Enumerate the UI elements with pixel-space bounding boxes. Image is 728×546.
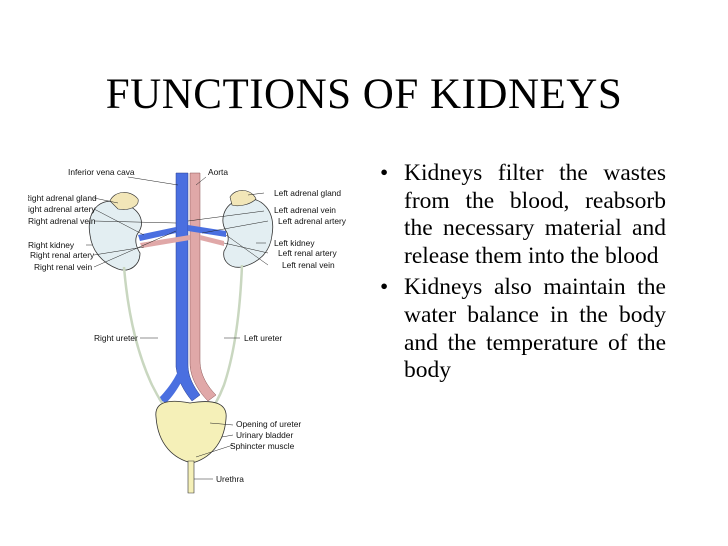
bullet-item: • Kidneys also maintain the water balanc… bbox=[370, 274, 666, 384]
label-inferior-vena-cava: Inferior vena cava bbox=[68, 167, 135, 177]
label-left-adrenal-gland: Left adrenal gland bbox=[274, 188, 341, 198]
kidney-anatomy-diagram: Inferior vena cava Aorta Left adrenal gl… bbox=[28, 155, 358, 500]
label-right-ureter: Right ureter bbox=[94, 333, 138, 343]
bullet-text: Kidneys filter the wastes from the blood… bbox=[404, 160, 666, 269]
label-right-adrenal-vein: Right adrenal vein bbox=[28, 216, 96, 226]
label-left-kidney: Left kidney bbox=[274, 238, 315, 248]
left-kidney-shape bbox=[222, 198, 274, 268]
leader-lines bbox=[86, 176, 269, 480]
label-urethra: Urethra bbox=[216, 474, 244, 484]
urethra-shape bbox=[187, 460, 195, 494]
bullet-list: • Kidneys filter the wastes from the blo… bbox=[370, 160, 666, 389]
aorta-shape bbox=[189, 172, 217, 402]
right-renal-artery-shape bbox=[140, 235, 190, 248]
label-right-renal-artery: Right renal artery bbox=[30, 250, 95, 260]
label-aorta: Aorta bbox=[208, 167, 228, 177]
label-left-renal-artery: Left renal artery bbox=[278, 248, 337, 258]
label-opening-of-ureter: Opening of ureter bbox=[236, 419, 301, 429]
left-renal-artery-shape bbox=[200, 235, 224, 246]
label-right-kidney: Right kidney bbox=[28, 240, 75, 250]
label-urinary-bladder: Urinary bladder bbox=[236, 430, 293, 440]
right-kidney-shape bbox=[88, 200, 142, 271]
label-left-adrenal-vein: Left adrenal vein bbox=[274, 205, 336, 215]
urinary-bladder-shape bbox=[155, 400, 227, 464]
slide-title: FUNCTIONS OF KIDNEYS bbox=[105, 71, 623, 118]
label-left-adrenal-artery: Left adrenal artery bbox=[278, 216, 347, 226]
bullet-dot: • bbox=[380, 274, 389, 301]
label-left-renal-vein: Left renal vein bbox=[282, 260, 335, 270]
left-adrenal-gland-shape bbox=[229, 190, 257, 207]
label-right-renal-vein: Right renal vein bbox=[34, 262, 93, 272]
bullet-dot: • bbox=[380, 160, 389, 186]
label-right-adrenal-gland: Right adrenal gland bbox=[28, 193, 97, 203]
left-renal-vein-shape bbox=[188, 225, 226, 237]
bullet-item: • Kidneys filter the wastes from the blo… bbox=[370, 160, 666, 270]
right-renal-vein-shape bbox=[138, 227, 176, 241]
bullet-text: Kidneys also maintain the water balance … bbox=[404, 274, 666, 384]
right-adrenal-gland-shape bbox=[109, 192, 139, 210]
label-left-ureter: Left ureter bbox=[244, 333, 282, 343]
label-sphincter-muscle: Sphincter muscle bbox=[230, 441, 295, 451]
kidney-anatomy-svg: Inferior vena cava Aorta Left adrenal gl… bbox=[28, 167, 347, 494]
iliac-branch-left bbox=[158, 367, 186, 403]
label-right-adrenal-artery: Right adrenal artery bbox=[28, 204, 96, 214]
